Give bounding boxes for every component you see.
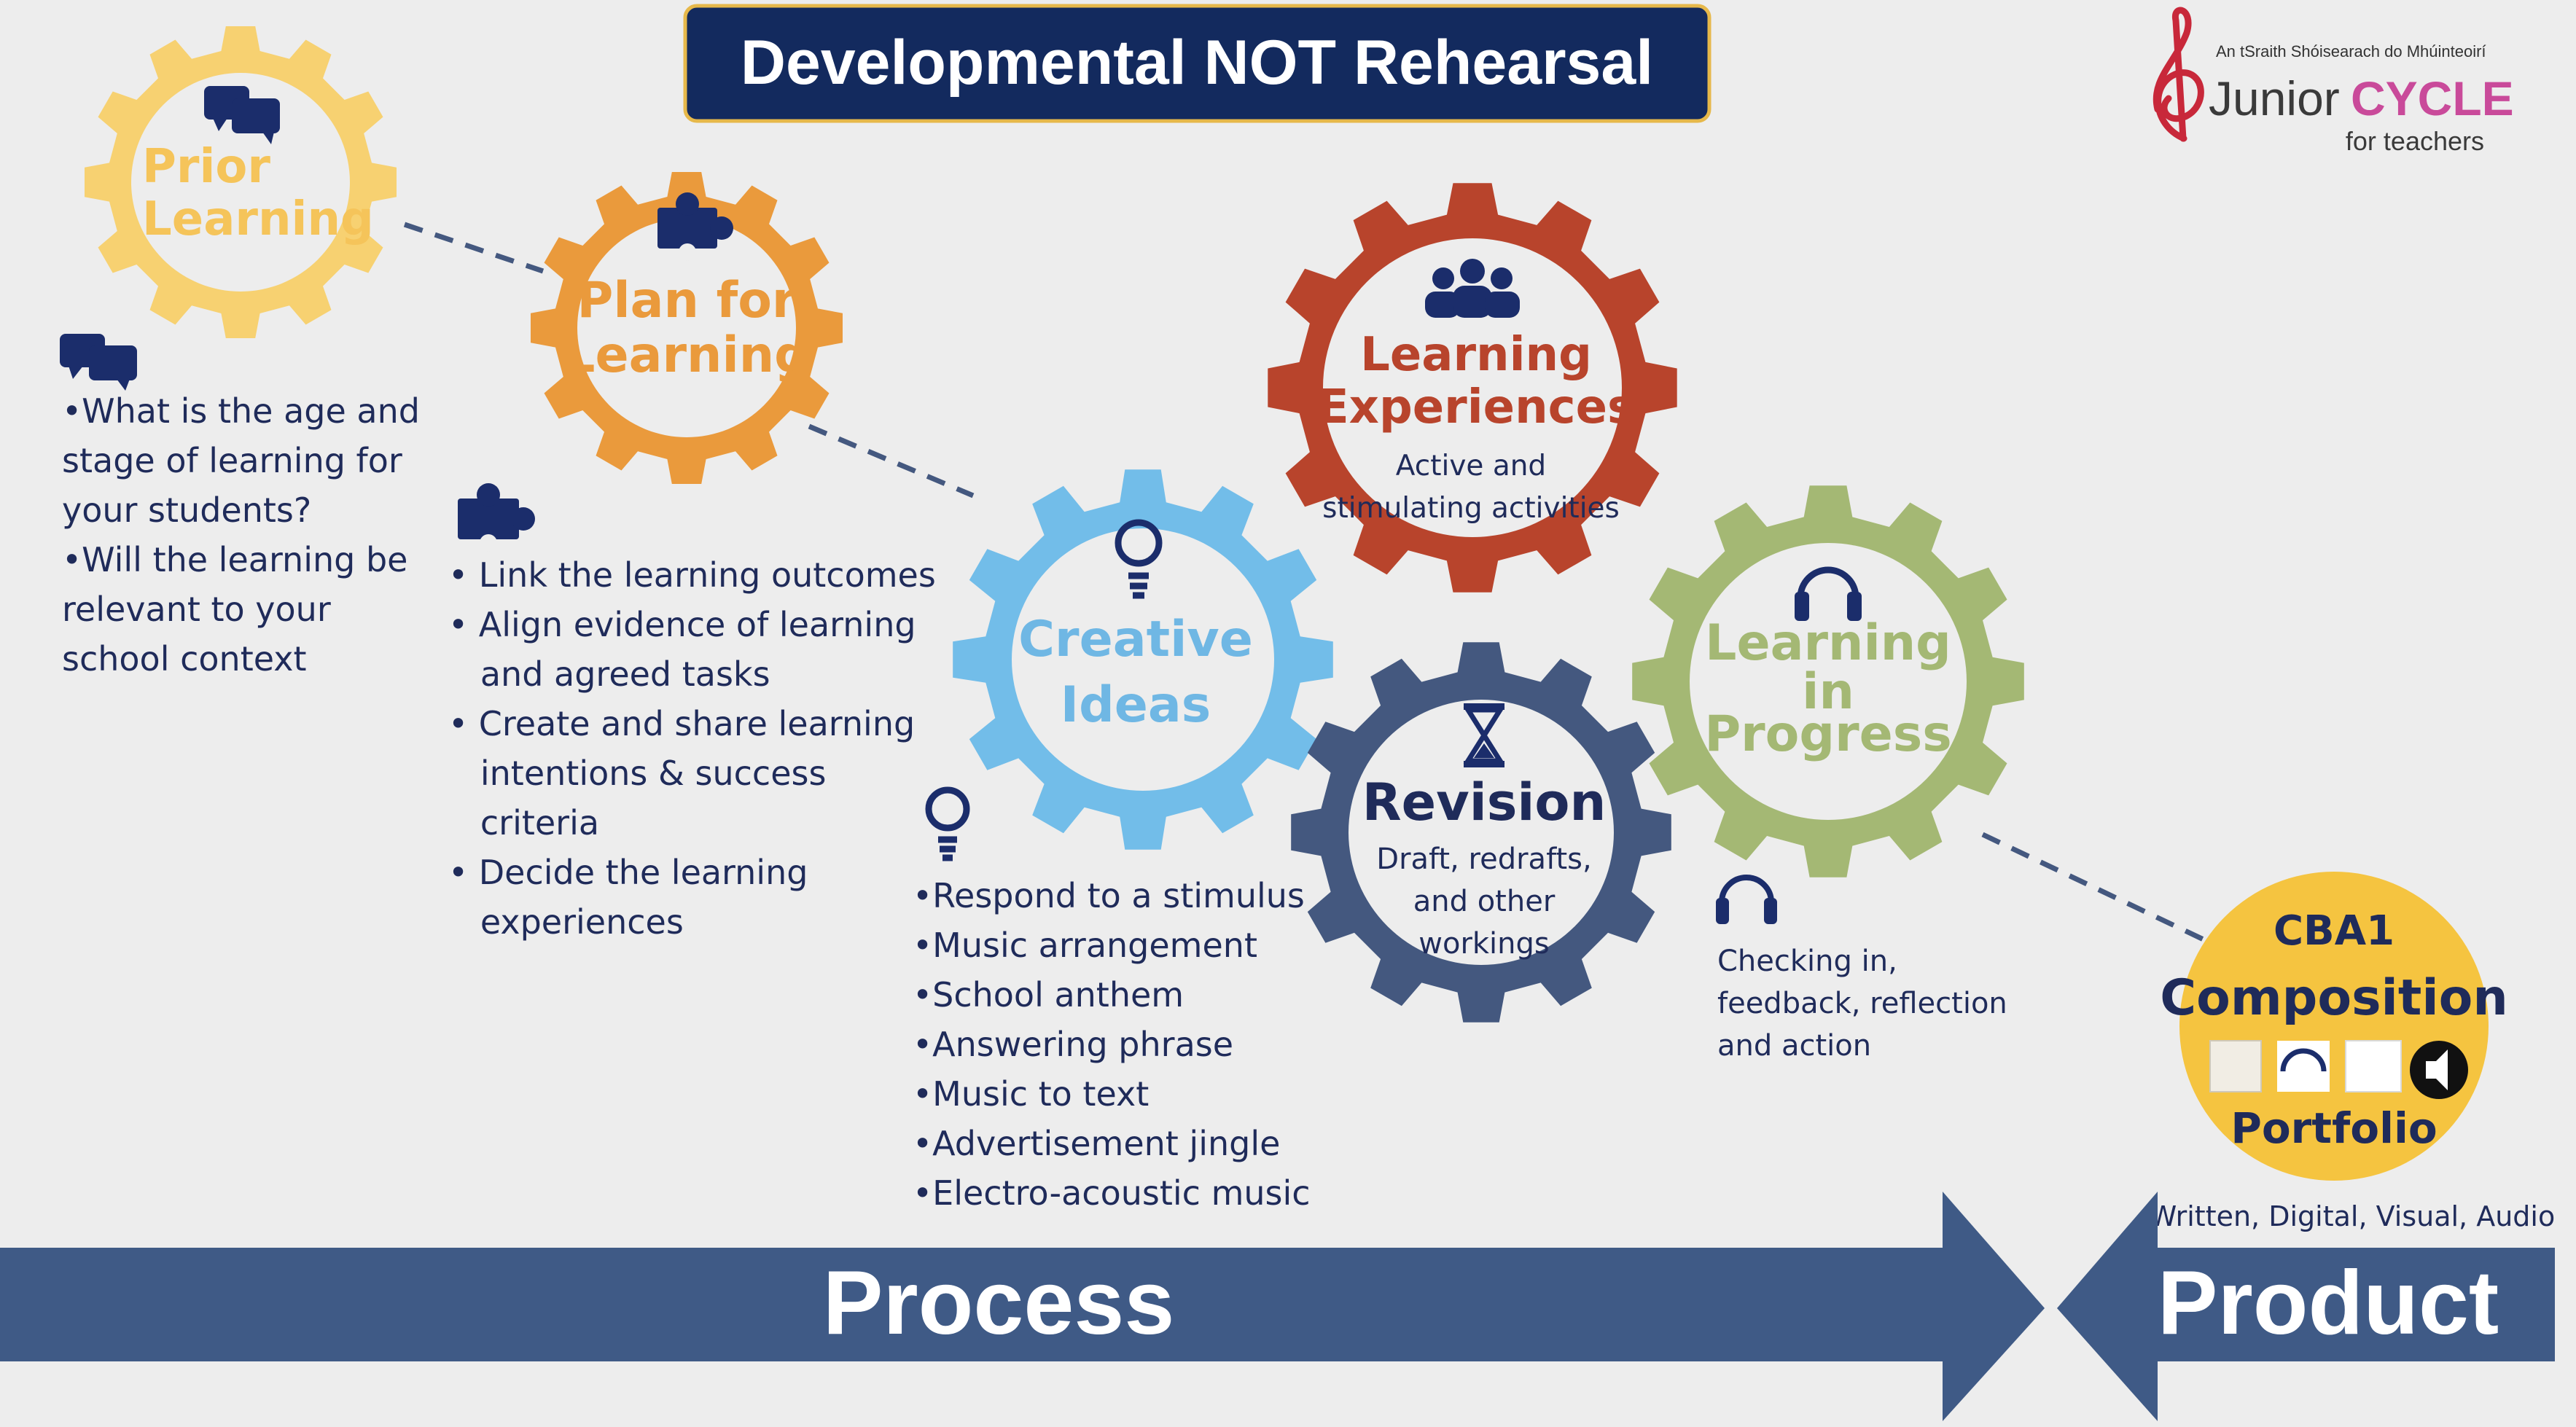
gear-revision: Revision Draft, redrafts, and other work…: [1291, 642, 1671, 1023]
visual-sketch-thumbnail-icon: [2345, 1040, 2402, 1092]
creative-note-line: •Respond to a stimulus: [913, 876, 1305, 915]
headphones-icon: [1716, 875, 1777, 924]
puzzle-piece-icon: [458, 483, 535, 552]
gear-revision-sub-line1: Draft, redrafts,: [1376, 842, 1591, 876]
gear-creative-label-line2: Ideas: [1061, 676, 1211, 734]
gear-progress-label-line2: in: [1802, 663, 1854, 721]
prior-notes: •What is the age and stage of learning f…: [60, 334, 420, 679]
gear-learning-experiences: Learning Experiences Active and stimulat…: [1268, 183, 1677, 593]
connector-lines: [403, 222, 2206, 943]
title-box: Developmental NOT Rehearsal: [683, 4, 1712, 123]
prior-note-line: school context: [62, 639, 306, 679]
hourglass-icon: [1463, 703, 1505, 767]
logo-word-cycle: CYCLE: [2351, 71, 2514, 125]
creative-note-line: •Music to text: [913, 1074, 1149, 1114]
title-background: [683, 4, 1712, 123]
progress-note-line: and action: [1717, 1029, 1871, 1063]
product-arrow: [2057, 1192, 2555, 1421]
speech-bubbles-icon: [60, 334, 137, 391]
headphones-thumbnail-icon: [2280, 1048, 2327, 1072]
connector-progress-product: [1981, 832, 2206, 943]
process-product-arrows: Process Product: [0, 1192, 2555, 1421]
product-badge-line2: Composition: [2160, 969, 2508, 1027]
plan-note-line: • Decide the learning: [448, 853, 808, 892]
gear-prior-learning: Prior Learning: [85, 26, 397, 338]
gear-progress-label-line3: Progress: [1704, 705, 1951, 763]
creative-note-line: •School anthem: [913, 975, 1184, 1014]
gear-progress-shape: [1632, 485, 2024, 877]
logo-subtitle: for teachers: [2346, 126, 2484, 156]
page-title: Developmental NOT Rehearsal: [741, 28, 1653, 98]
creative-note-line: •Music arrangement: [913, 926, 1257, 965]
people-group-icon: [1425, 259, 1520, 318]
logo-word-junior: Junior: [2209, 71, 2340, 125]
creative-note-line: •Advertisement jingle: [913, 1124, 1280, 1163]
gear-learning-in-progress: Learning in Progress: [1632, 485, 2024, 877]
plan-note-line: experiences: [448, 902, 684, 942]
product-label: Product: [2158, 1253, 2499, 1353]
prior-note-line: your students?: [62, 490, 311, 530]
gear-prior-label-line2: Learning: [142, 192, 374, 246]
gear-revision-sub-line3: workings: [1418, 927, 1550, 961]
product-badge-circle: [2179, 872, 2489, 1181]
lightbulb-icon: [925, 786, 970, 861]
gear-plan-label-line2: Learning: [563, 327, 810, 384]
gear-plan-shape: [531, 172, 843, 484]
plan-note-line: • Link the learning outcomes: [448, 555, 936, 595]
gear-plan-for-learning: Plan for Learning: [531, 172, 843, 484]
progress-note-line: feedback, reflection: [1717, 987, 2007, 1020]
progress-note-line: Checking in,: [1717, 945, 1897, 978]
creative-notes: •Respond to a stimulus •Music arrangemen…: [913, 786, 1311, 1213]
connector-prior-plan: [403, 222, 545, 274]
plan-notes: • Link the learning outcomes • Align evi…: [448, 483, 936, 942]
product-badge: CBA1 Composition Portfolio: [2160, 872, 2508, 1181]
puzzle-piece-icon: [657, 192, 733, 261]
plan-note-line: criteria: [448, 803, 599, 842]
gear-experiences-sub-line2: stimulating activities: [1322, 492, 1620, 525]
gear-creative-ideas: Creative Ideas: [953, 469, 1333, 850]
gear-experiences-label-line2: Experiences: [1317, 380, 1635, 434]
gear-revision-label: Revision: [1362, 773, 1607, 832]
gear-experiences-sub-line1: Active and: [1396, 450, 1546, 482]
prior-note-line: •What is the age and: [62, 391, 420, 431]
gear-revision-shape: [1291, 642, 1671, 1023]
creative-note-line: •Answering phrase: [913, 1025, 1233, 1064]
written-score-thumbnail-icon: [2209, 1040, 2262, 1092]
gear-creative-label-line1: Creative: [1018, 611, 1253, 668]
prior-note-line: stage of learning for: [62, 441, 402, 480]
treble-clef-icon: [2152, 7, 2204, 142]
gear-prior-label-line1: Prior: [142, 140, 270, 194]
gear-progress-label-line1: Learning: [1705, 614, 1951, 672]
process-arrow: [0, 1192, 2045, 1421]
product-formats: Written, Digital, Visual, Audio: [2150, 1200, 2555, 1232]
lightbulb-icon: [1115, 519, 1163, 599]
gear-prior-shape: [85, 26, 397, 338]
connector-plan-creative: [808, 423, 975, 499]
progress-notes: Checking in, feedback, reflection and ac…: [1716, 875, 2007, 1063]
product-badge-line1: CBA1: [2273, 907, 2394, 955]
gear-revision-sub-line2: and other: [1413, 885, 1556, 918]
plan-note-line: • Align evidence of learning: [448, 605, 916, 644]
plan-note-line: • Create and share learning: [448, 704, 915, 743]
plan-note-line: intentions & success: [448, 754, 826, 793]
speech-bubbles-icon: [204, 86, 280, 144]
creative-note-line: •Electro-acoustic music: [913, 1173, 1311, 1213]
prior-note-line: •Will the learning be: [62, 540, 407, 579]
gear-plan-label-line1: Plan for: [577, 272, 797, 329]
junior-cycle-logo: An tSraith Shóisearach do Mhúinteoirí Ju…: [2152, 7, 2514, 156]
headphones-icon: [1795, 566, 1862, 621]
gear-creative-shape: [953, 469, 1333, 850]
process-label: Process: [823, 1253, 1175, 1353]
product-badge-line3: Portfolio: [2230, 1103, 2437, 1153]
portfolio-thumbnails: [2209, 1040, 2468, 1099]
prior-note-line: relevant to your: [62, 590, 331, 629]
logo-tagline: An tSraith Shóisearach do Mhúinteoirí: [2216, 42, 2486, 60]
plan-note-line: and agreed tasks: [448, 654, 770, 694]
gear-experiences-label-line1: Learning: [1360, 328, 1592, 382]
